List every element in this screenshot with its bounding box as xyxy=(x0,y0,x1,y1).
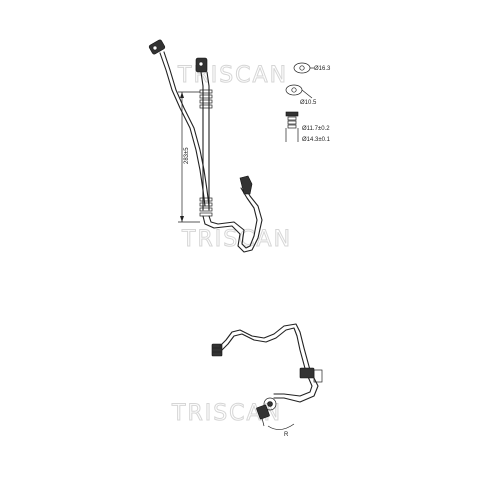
detail-d4-label: Ø14.3±0.1 xyxy=(302,137,331,143)
upper-right-fitting xyxy=(195,57,208,73)
lower-bottom-fitting xyxy=(256,397,277,427)
upper-crimp-rings xyxy=(199,89,213,217)
detail-d3-label: Ø11.7±0.2 xyxy=(302,126,330,132)
upper-pipe-assembly: 283±5 xyxy=(148,39,263,253)
upper-pipe-loop xyxy=(202,185,263,253)
lower-left-fitting xyxy=(211,343,223,357)
lower-clamp-bracket xyxy=(299,367,323,383)
detail-d2-label: Ø10.5 xyxy=(300,100,317,106)
upper-pipe-right xyxy=(200,71,204,211)
lower-pipe-assembly: R xyxy=(211,323,323,438)
length-dimension: 283±5 xyxy=(178,91,200,223)
upper-pipe-loop-inner xyxy=(208,187,258,249)
upper-left-fitting xyxy=(148,39,166,55)
watermark-top: TRISCAN xyxy=(177,63,288,88)
length-label: 283±5 xyxy=(184,147,190,164)
lower-pipe-inner xyxy=(221,327,313,397)
lower-pipe-outer xyxy=(219,323,319,403)
detail-fitting-2: Ø10.5 xyxy=(285,84,317,106)
detail-fitting-3: Ø11.7±0.2 Ø14.3±0.1 xyxy=(285,111,331,143)
detail-d1-label: Ø16.3 xyxy=(314,66,331,72)
upper-pipe-left xyxy=(159,52,206,207)
detail-fitting-1: Ø16.3 xyxy=(293,62,331,74)
angle-dimension: R xyxy=(267,423,295,438)
upper-pipe-left-outer xyxy=(163,51,210,207)
angle-label: R xyxy=(284,432,289,438)
watermark-middle: TRISCAN xyxy=(181,227,292,252)
upper-clamp-bracket xyxy=(239,175,253,195)
upper-pipe-right-outer xyxy=(206,71,210,211)
